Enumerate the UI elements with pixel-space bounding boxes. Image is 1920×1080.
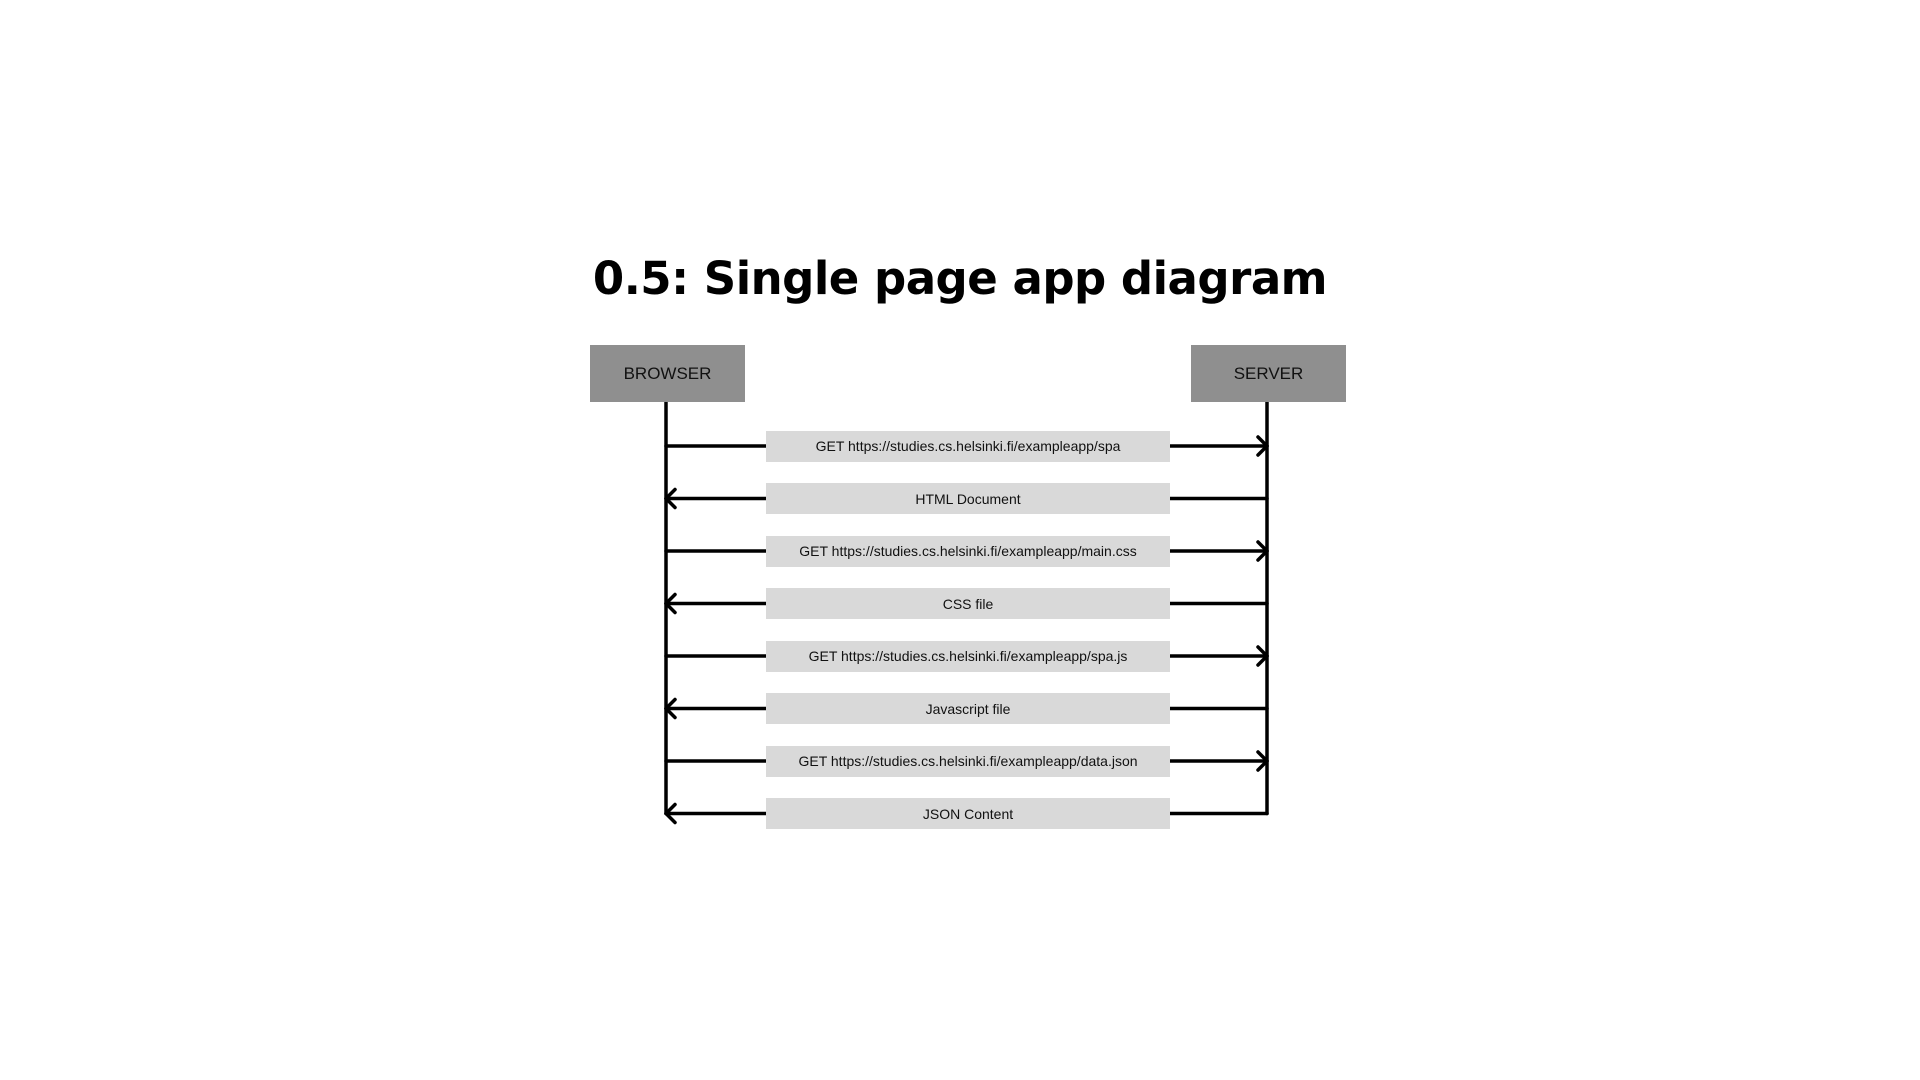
message-label: CSS file xyxy=(766,588,1170,619)
diagram-title: 0.5: Single page app diagram xyxy=(592,252,1328,305)
arrow-head-left xyxy=(664,697,677,720)
message-label: GET https://studies.cs.helsinki.fi/examp… xyxy=(766,745,1170,777)
message-label: GET https://studies.cs.helsinki.fi/examp… xyxy=(766,430,1170,462)
actor-browser: BROWSER xyxy=(590,345,745,402)
message-label: HTML Document xyxy=(766,483,1170,514)
actor-server: SERVER xyxy=(1191,345,1346,402)
arrow-head-right xyxy=(1256,435,1269,457)
message-label: JSON Content xyxy=(766,798,1170,829)
message-label: GET https://studies.cs.helsinki.fi/examp… xyxy=(766,535,1170,567)
arrow-head-left xyxy=(664,802,677,825)
arrow-head-right xyxy=(1256,645,1269,667)
message-label: GET https://studies.cs.helsinki.fi/examp… xyxy=(766,640,1170,672)
arrow-head-right xyxy=(1256,750,1269,772)
arrow-head-left xyxy=(664,592,677,615)
message-label: Javascript file xyxy=(766,693,1170,724)
arrow-head-left xyxy=(664,487,677,510)
arrow-head-right xyxy=(1256,540,1269,562)
